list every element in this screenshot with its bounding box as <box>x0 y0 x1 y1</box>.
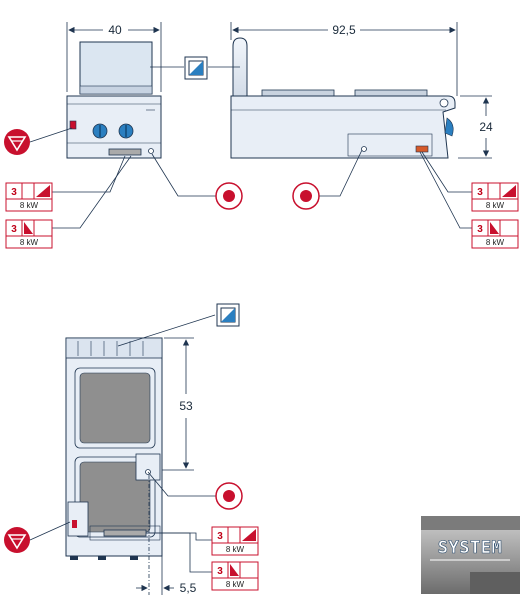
svg-text:3: 3 <box>477 224 483 235</box>
power-label-single-phase: 3 8 kW <box>5 219 53 249</box>
power-label-three-phase: 3 8 kW <box>471 182 519 212</box>
top-offset-label: 5,5 <box>180 581 197 595</box>
water-supply-icon <box>184 56 208 80</box>
equipotential-icon <box>4 527 30 553</box>
indicator-lamp <box>69 120 77 130</box>
svg-text:3: 3 <box>11 187 17 198</box>
svg-text:3: 3 <box>217 566 223 577</box>
svg-text:8 kW: 8 kW <box>20 201 39 210</box>
front-view: 40 <box>29 22 217 229</box>
svg-text:8 kW: 8 kW <box>20 238 39 247</box>
top-depth-label: 53 <box>179 399 193 413</box>
svg-text:8 kW: 8 kW <box>486 201 505 210</box>
svg-text:3: 3 <box>217 531 223 542</box>
power-label-single-phase: 3 8 kW <box>471 219 519 249</box>
connection-icon <box>215 182 243 210</box>
terminal-plate <box>108 148 142 156</box>
water-supply-icon <box>216 303 240 327</box>
side-length-label: 92,5 <box>332 23 356 37</box>
svg-text:3: 3 <box>477 187 483 198</box>
front-body <box>66 95 162 159</box>
system-logo: SYSTEM <box>421 516 520 594</box>
svg-text:8 kW: 8 kW <box>226 545 245 554</box>
splash-wall <box>79 41 153 95</box>
svg-text:8 kW: 8 kW <box>226 580 245 589</box>
connection-icon <box>292 182 320 210</box>
front-width-label: 40 <box>108 23 122 37</box>
side-view: 92,5 24 <box>208 22 493 229</box>
logo-text: SYSTEM <box>438 538 502 558</box>
svg-text:8 kW: 8 kW <box>486 238 505 247</box>
side-height-label: 24 <box>479 120 493 134</box>
power-label-three-phase: 3 8 kW <box>5 182 53 212</box>
hot-plate <box>79 372 151 444</box>
connection-icon <box>215 482 243 510</box>
top-view: 53 5,5 <box>29 314 217 595</box>
power-label-three-phase: 3 8 kW <box>211 526 259 556</box>
power-label-single-phase: 3 8 kW <box>211 561 259 591</box>
equipotential-icon <box>4 129 30 155</box>
svg-text:3: 3 <box>11 224 17 235</box>
